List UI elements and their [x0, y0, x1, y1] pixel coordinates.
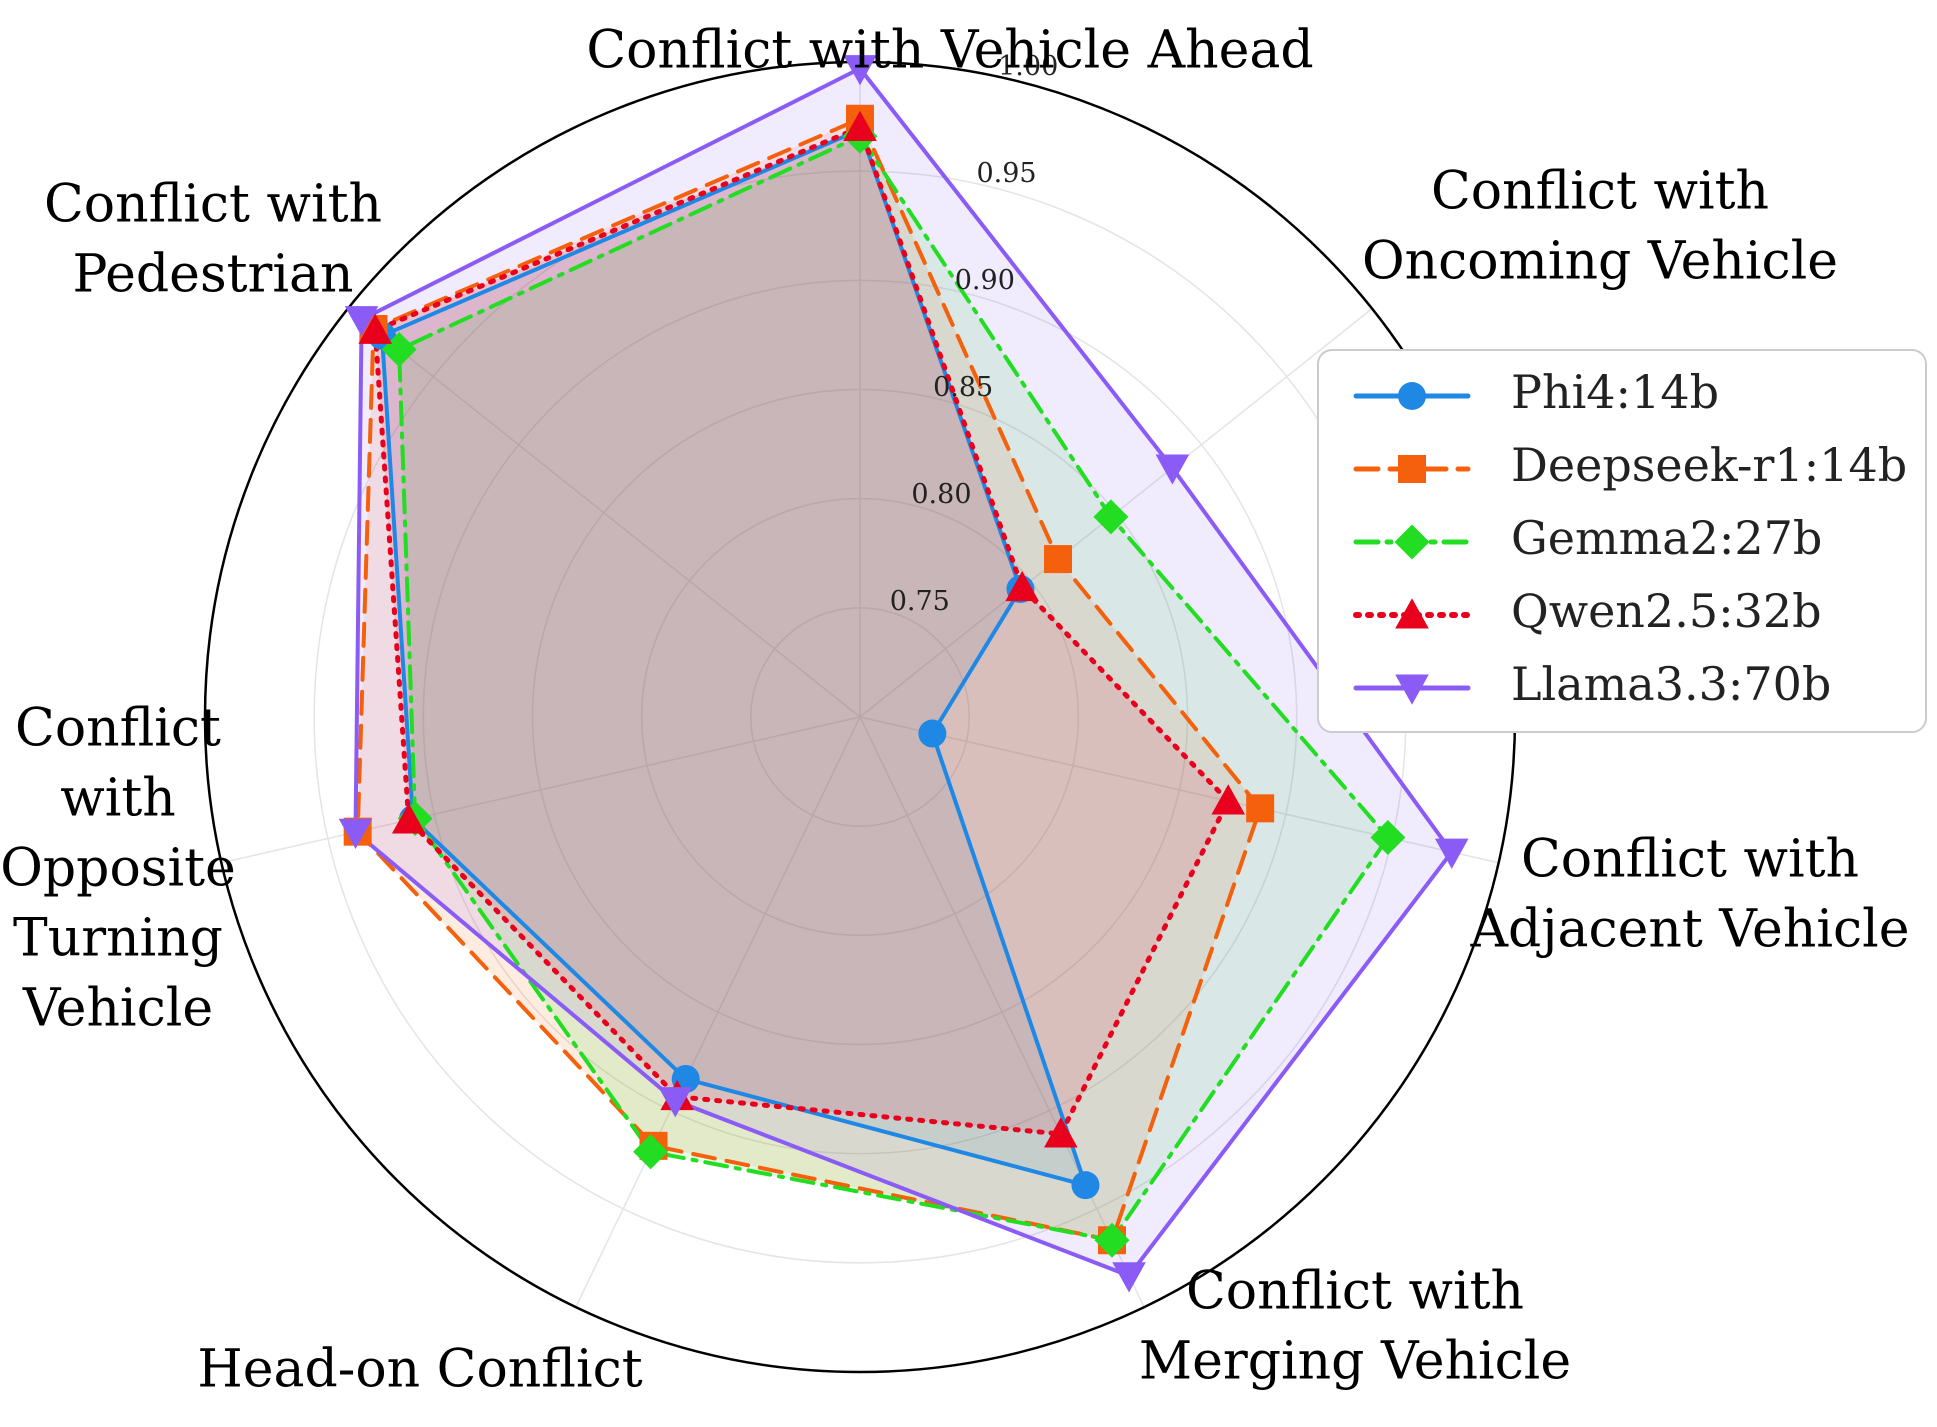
point-3-1: [1005, 570, 1039, 602]
point-0-3: [1071, 1171, 1100, 1200]
axis-label-1-1: Oncoming Vehicle: [1362, 232, 1838, 292]
point-3-0: [843, 110, 877, 141]
axis-label-6-1: Pedestrian: [72, 245, 353, 305]
point-4-5: [338, 818, 373, 849]
tick-label-5: 1.00: [998, 51, 1058, 82]
point-3-6: [358, 313, 393, 344]
point-2-1: [1093, 499, 1129, 535]
legend-box: [1317, 349, 1927, 733]
legend-label-1: Deepseek-r1:14b: [1511, 438, 1907, 492]
axis-label-3-0: Conflict with: [1186, 1262, 1524, 1322]
series-fill-3: [375, 127, 1229, 1134]
series-line-1: [355, 116, 1263, 1243]
tick-label-2: 0.85: [933, 372, 993, 403]
tick-label-3: 0.90: [955, 265, 1015, 296]
legend-label-4: Llama3.3:70b: [1511, 657, 1831, 711]
series-line-2: [397, 134, 1390, 1243]
series-fill-1: [357, 118, 1261, 1241]
series-fill-4: [355, 68, 1452, 1276]
grid-spoke-3: [859, 716, 1145, 1308]
series-line-4: [353, 66, 1454, 1278]
axis-label-5-1: with: [60, 769, 176, 829]
point-4-6: [344, 306, 379, 337]
legend-label-2: Gemma2:27b: [1511, 511, 1822, 565]
point-3-2: [1211, 784, 1246, 815]
legend-label-3: Qwen2.5:32b: [1511, 584, 1822, 638]
axis-label-0-0: Conflict with Vehicle Ahead: [586, 21, 1313, 81]
point-4-2: [1434, 838, 1469, 869]
axis-label-5-2: Opposite: [0, 839, 236, 899]
point-2-3: [1094, 1222, 1130, 1258]
point-0-2: [918, 719, 947, 748]
point-3-5: [391, 803, 426, 834]
point-4-1: [1155, 454, 1190, 485]
axis-label-2-0: Conflict with: [1521, 830, 1859, 890]
legend-label-0: Phi4:14b: [1511, 365, 1719, 419]
legend-marker-4: [1395, 674, 1429, 705]
point-2-4: [633, 1134, 669, 1170]
tick-label-4: 0.95: [976, 158, 1036, 189]
grid-spoke-6: [347, 308, 861, 718]
point-2-2: [1370, 819, 1406, 855]
tick-label-1: 0.80: [911, 479, 971, 510]
point-4-0: [843, 55, 877, 86]
axis-label-1-0: Conflict with: [1431, 162, 1769, 222]
axis-label-2-1: Adjacent Vehicle: [1470, 900, 1910, 960]
axis-label-3-1: Merging Vehicle: [1139, 1332, 1571, 1392]
axis-label-6-0: Conflict with: [44, 175, 382, 235]
series-fill-2: [399, 136, 1388, 1241]
point-1-2: [1246, 794, 1275, 823]
legend-marker-0: [1398, 382, 1426, 410]
legend-marker-3: [1395, 598, 1429, 629]
axis-label-5-3: Turning: [13, 909, 223, 969]
grid-spoke-5: [221, 716, 861, 864]
tick-label-0: 0.75: [890, 586, 950, 617]
legend-marker-1: [1398, 455, 1426, 483]
series-line-0: [380, 127, 1088, 1188]
legend-marker-2: [1394, 524, 1430, 560]
point-4-3: [1112, 1262, 1146, 1293]
point-4-4: [658, 1087, 693, 1118]
point-2-6: [381, 331, 417, 367]
axis-label-5-4: Vehicle: [22, 979, 213, 1039]
point-1-1: [1044, 545, 1073, 574]
grid-spoke-4: [575, 716, 861, 1308]
point-3-3: [1044, 1117, 1078, 1148]
axis-label-4-0: Head-on Conflict: [197, 1340, 642, 1400]
axis-label-5-0: Conflict: [15, 699, 221, 759]
series-fill-0: [382, 129, 1086, 1186]
